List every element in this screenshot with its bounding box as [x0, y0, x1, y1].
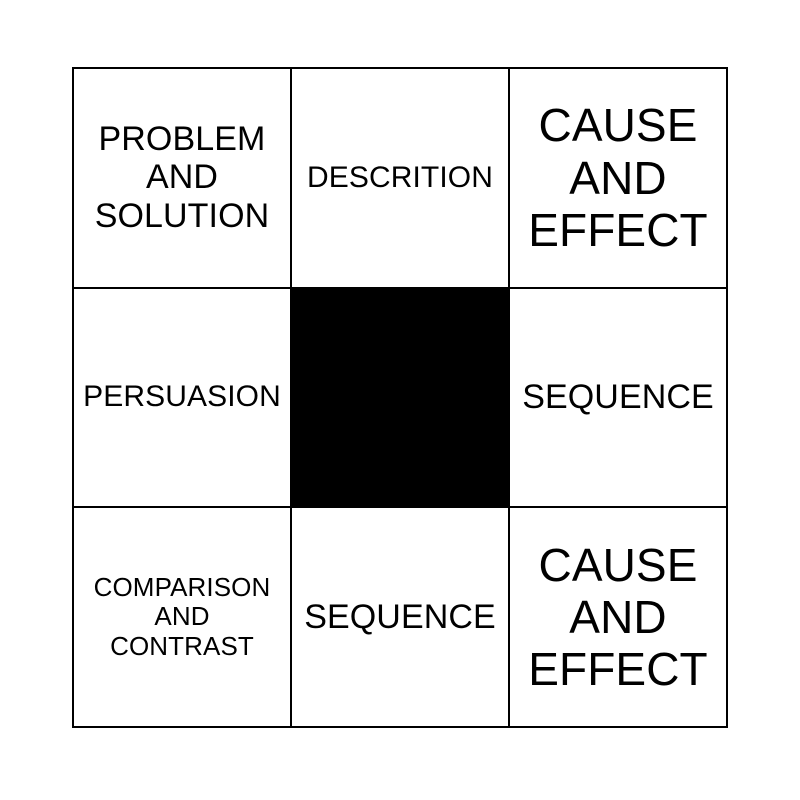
bingo-cell-r3c3[interactable]: CAUSE AND EFFECT [510, 508, 726, 726]
bingo-cell-r1c3[interactable]: CAUSE AND EFFECT [510, 69, 726, 287]
bingo-cell-text: PROBLEM AND SOLUTION [94, 119, 270, 236]
bingo-cell-r2c3[interactable]: SEQUENCE [510, 288, 726, 507]
bingo-card-grid: PROBLEM AND SOLUTION DESCRITION CAUSE AN… [72, 67, 728, 728]
bingo-cell-r2c1[interactable]: PERSUASION [74, 288, 290, 507]
bingo-cell-text: DESCRITION [306, 160, 493, 194]
bingo-cell-r3c1[interactable]: COMPARISON AND CONTRAST [74, 508, 290, 726]
bingo-cell-r3c2[interactable]: SEQUENCE [292, 508, 508, 726]
bingo-cell-text: COMPARISON AND CONTRAST [93, 571, 271, 661]
bingo-cell-text: CAUSE AND EFFECT [528, 538, 708, 696]
bingo-cell-r1c1[interactable]: PROBLEM AND SOLUTION [74, 69, 290, 287]
bingo-cell-text: SEQUENCE [522, 378, 714, 417]
bingo-cell-free-space[interactable] [292, 288, 508, 507]
bingo-cell-text: SEQUENCE [304, 597, 496, 636]
bingo-cell-text: PERSUASION [83, 380, 281, 414]
bingo-cell-text: CAUSE AND EFFECT [528, 99, 708, 257]
bingo-cell-r1c2[interactable]: DESCRITION [292, 69, 508, 287]
